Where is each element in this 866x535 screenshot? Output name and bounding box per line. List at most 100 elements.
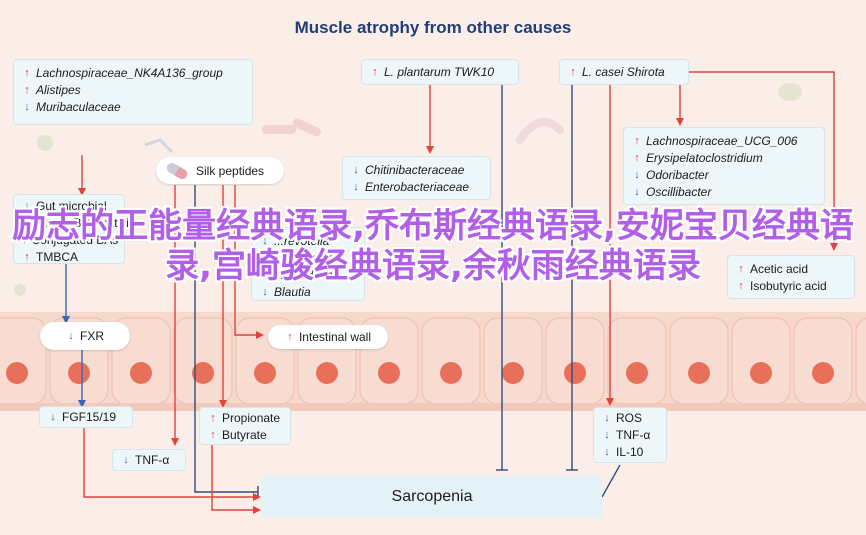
cell-nucleus [130, 362, 152, 384]
molecule-row: ↓TNF-α [121, 451, 177, 468]
down-arrow-icon: ↓ [22, 216, 28, 229]
taxon-row: ↓...revotella [260, 232, 356, 249]
cell-nucleus [502, 362, 524, 384]
taxon-row: ↓Chitinibacteraceae [351, 161, 482, 178]
down-arrow-icon: ↓ [634, 185, 640, 198]
intestinal-cell [793, 317, 853, 405]
taxon-row: ↓Enterobacteriaceae [351, 178, 482, 195]
molecule-row: ↓ROS [602, 409, 658, 426]
up-arrow-icon: ↑ [372, 65, 378, 78]
plantarum-box: ↑L. plantarum TWK10 [362, 60, 518, 84]
metabolite-row: ↑Isobutyric acid [736, 277, 846, 294]
fxr-pill: ↓FXR [40, 322, 130, 350]
cell-nucleus [316, 362, 338, 384]
down-arrow-icon: ↓ [353, 180, 359, 193]
down-arrow-icon: ↓ [262, 268, 268, 281]
taxon-row: ↓Oscillibacter [632, 183, 816, 200]
ros-box: ↓ROS ↓TNF-α ↓IL-10 [594, 408, 666, 462]
intestinal-cell [669, 317, 729, 405]
down-arrow-icon: ↓ [353, 163, 359, 176]
cell-nucleus [192, 362, 214, 384]
cell-nucleus [750, 362, 772, 384]
taxon-row: ↓Blautia [260, 283, 356, 300]
cell-nucleus [812, 362, 834, 384]
silk-to-sarcopenia-inhibit [194, 185, 258, 493]
up-arrow-icon: ↑ [24, 66, 30, 79]
taxon-row: ↑Erysipelatoclostridium [632, 149, 816, 166]
up-arrow-icon: ↑ [634, 134, 640, 147]
gut-microbial-box: ↓Gut microbial ↓...zyme BSH activity ↑Co… [14, 195, 139, 265]
sarcopenia-box: Sarcopenia [262, 476, 602, 518]
intestinal-cell [483, 317, 543, 405]
cell-nucleus [68, 362, 90, 384]
taxon-row: ↑Lachnospiraceae_UCG_006 [632, 132, 816, 149]
down-arrow-icon: ↓ [24, 199, 30, 212]
cell-nucleus [626, 362, 648, 384]
down-arrow-icon: ↓ [262, 251, 268, 264]
propionate-to-sarcopenia-arrow [211, 440, 255, 511]
down-arrow-icon: ↓ [68, 330, 74, 342]
taxon-row: ↑TMBCA [22, 248, 116, 265]
taxon-row: ↓Odoribacter [632, 166, 816, 183]
intestinal-cell [421, 317, 481, 405]
up-arrow-icon: ↑ [210, 428, 216, 441]
cell-nucleus [440, 362, 462, 384]
intestinal-wall-pill: ↑Intestinal wall [268, 325, 388, 349]
molecule-row: ↓IL-10 [602, 443, 658, 460]
taxon-row: ↓...acteroides [260, 249, 356, 266]
molecule-row: ↓TNF-α [602, 426, 658, 443]
chitini-box: ↓Chitinibacteraceae ↓Enterobacteriaceae [343, 157, 490, 199]
down-arrow-icon: ↓ [604, 411, 610, 424]
up-arrow-icon: ↑ [738, 279, 744, 292]
down-arrow-icon: ↓ [604, 445, 610, 458]
silk-peptides-pill: Silk peptides [156, 157, 284, 184]
metabolite-row: ↑Propionate [208, 409, 282, 426]
up-arrow-icon: ↑ [287, 331, 293, 343]
acids-box: ↑Acetic acid ↑Isobutyric acid [728, 256, 854, 298]
propionate-box: ↑Propionate ↑Butyrate [200, 408, 290, 444]
down-arrow-icon: ↓ [262, 285, 268, 298]
up-arrow-icon: ↑ [634, 151, 640, 164]
diagram-title: Muscle atrophy from other causes [294, 18, 572, 37]
up-arrow-icon: ↑ [738, 262, 744, 275]
up-arrow-icon: ↑ [210, 411, 216, 424]
intestinal-cell [545, 317, 605, 405]
casei-to-acids-arrow [674, 71, 835, 245]
intestinal-cell [855, 317, 866, 405]
up-arrow-icon: ↑ [22, 233, 28, 246]
up-arrow-icon: ↑ [24, 83, 30, 96]
taxon-row: ↑Conjugated BAs [22, 232, 119, 247]
taxon-row: ↑L. casei Shirota [568, 63, 680, 80]
connectors [65, 71, 835, 511]
intestinal-cell [731, 317, 791, 405]
taxon-row: ↑Lachnospiraceae_NK4A136_group [22, 64, 244, 81]
decorative-microbes [14, 83, 802, 296]
cell-nucleus [6, 362, 28, 384]
casei-box: ↑L. casei Shirota [560, 60, 688, 84]
intestinal-cells [0, 312, 866, 411]
down-arrow-icon: ↓ [262, 234, 268, 247]
taxon-row: ↓...zyme BSH activity [22, 215, 139, 230]
arrowheads [62, 118, 838, 514]
fgf-to-sarcopenia-arrow [83, 425, 255, 498]
down-arrow-icon: ↓ [123, 453, 129, 466]
up-arrow-icon: ↑ [570, 65, 576, 78]
capsule-icon [164, 160, 190, 181]
molecule-row: ↓FGF15/19 [48, 408, 124, 425]
down-arrow-icon: ↓ [634, 168, 640, 181]
taxon-row: ↓Gut microbial [22, 197, 116, 214]
bacteria-box-top-left: ↑Lachnospiraceae_NK4A136_group ↑Alistipe… [14, 60, 252, 124]
taxon-row: ↑Alistipes [22, 81, 244, 98]
overlay-watermark-text: 励志的正能量经典语录,乔布斯经典语录,安妮宝贝经典语录,宫崎骏经典语录,余秋雨经… [12, 206, 854, 286]
intestinal-cell [0, 317, 47, 405]
cell-nucleus [688, 362, 710, 384]
silk-to-intestinal-arrow [234, 185, 258, 336]
taxon-row: ↓...ostridium [260, 266, 356, 283]
down-arrow-icon: ↓ [604, 428, 610, 441]
cell-nucleus [254, 362, 276, 384]
cell-nucleus [564, 362, 586, 384]
fgf-box: ↓FGF15/19 [40, 407, 132, 427]
ucg-box: ↑Lachnospiraceae_UCG_006 ↑Erysipelatoclo… [624, 128, 824, 204]
